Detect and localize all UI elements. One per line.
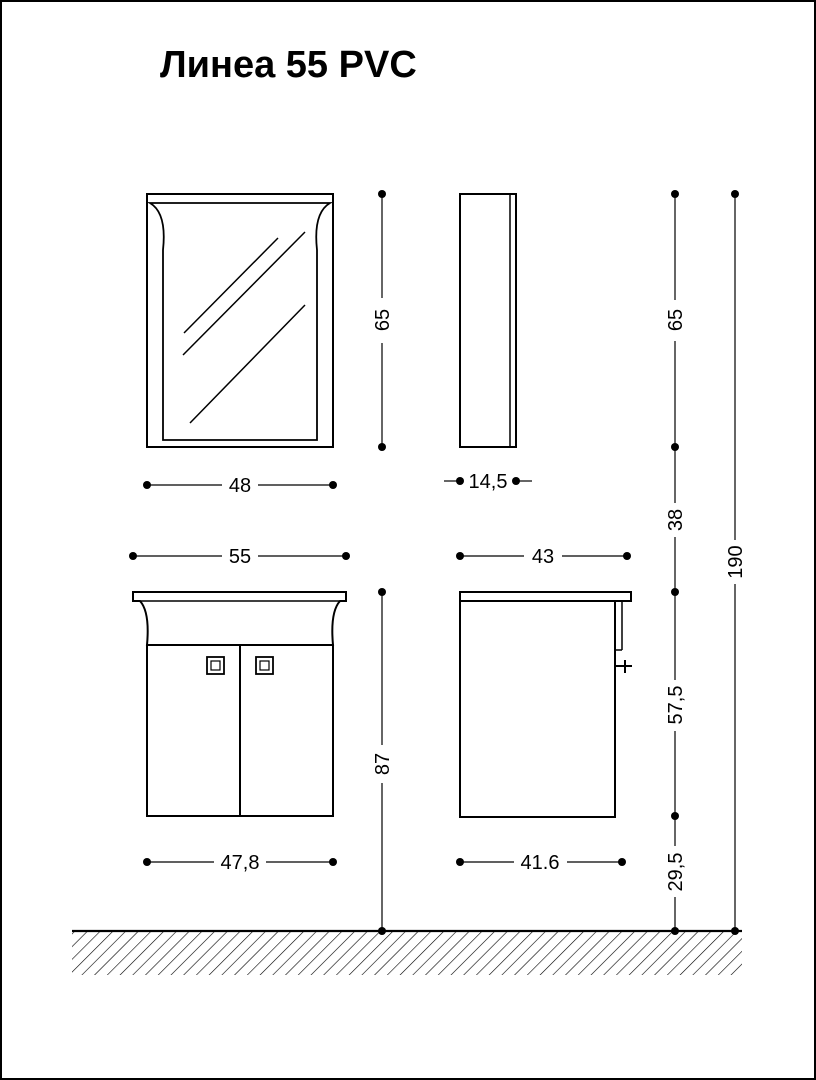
vanity-front — [132, 591, 347, 817]
dim-label-mirror-width: 48 — [229, 475, 251, 497]
dim-label-side-mirror-height: 65 — [665, 309, 687, 331]
door-handle-left — [206, 656, 225, 675]
mirror-cabinet-side — [459, 193, 517, 448]
dim-label-mirror-height: 65 — [372, 309, 394, 331]
vanity-side — [459, 591, 632, 818]
side-handle — [615, 660, 632, 673]
dim-label-mirror-depth: 14,5 — [469, 471, 508, 493]
dim-label-leg-height: 29,5 — [665, 853, 687, 892]
dim-label-vanity-body-width: 47,8 — [221, 852, 260, 874]
mirror-cabinet-front — [146, 193, 334, 448]
dimension-dots — [129, 190, 739, 935]
dim-label-cabinet-height: 57,5 — [665, 686, 687, 725]
dim-label-vanity-height: 87 — [372, 753, 394, 775]
dim-label-total-height: 190 — [725, 545, 747, 578]
dim-label-gap: 38 — [665, 509, 687, 531]
page-title: Линеа 55 PVC — [160, 44, 417, 86]
dim-label-vanity-top-depth: 43 — [532, 546, 554, 568]
door-handle-right — [255, 656, 274, 675]
mirror-reflection-lines — [182, 231, 306, 424]
floor-hatch — [72, 929, 742, 975]
dim-label-vanity-top-width: 55 — [229, 546, 251, 568]
dimension-lines — [133, 194, 736, 931]
dim-label-vanity-body-depth: 41.6 — [521, 852, 560, 874]
